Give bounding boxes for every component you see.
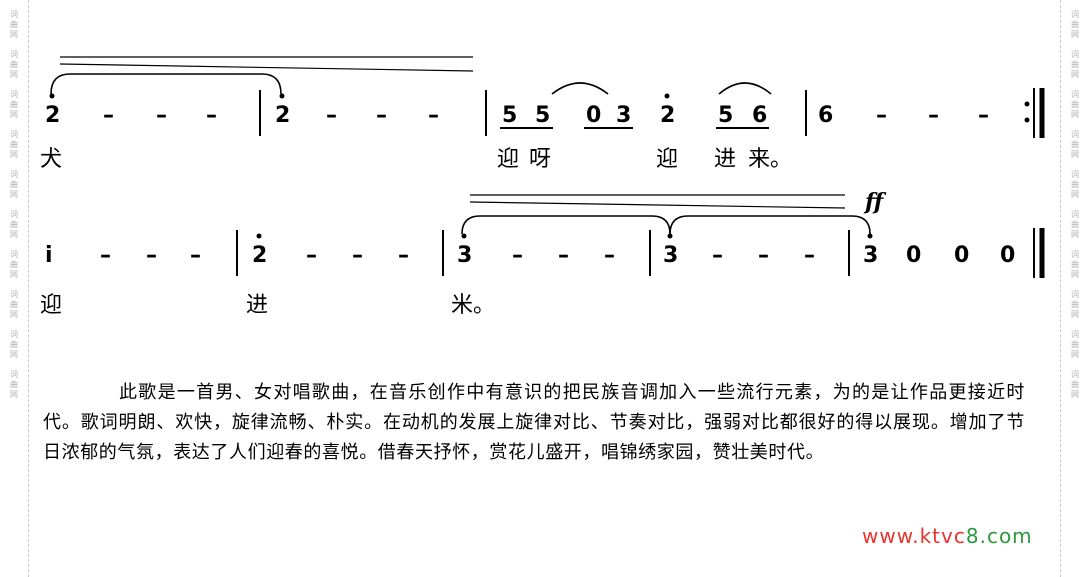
note: 3 bbox=[457, 243, 472, 268]
dash: – bbox=[103, 103, 114, 128]
dash: – bbox=[928, 103, 939, 128]
note: 2 bbox=[660, 103, 675, 128]
lyric: 呀 bbox=[529, 147, 551, 172]
note: i bbox=[45, 243, 53, 268]
watermark-group: 词曲网 bbox=[1071, 330, 1079, 359]
note: 3 bbox=[663, 243, 678, 268]
watermark-group: 词曲网 bbox=[10, 90, 18, 119]
dash: – bbox=[352, 243, 363, 268]
dash: – bbox=[804, 243, 815, 268]
slur-arc bbox=[551, 82, 609, 95]
high-octave-dot bbox=[461, 233, 467, 239]
note: 5 bbox=[502, 103, 517, 128]
lyric: 迎 bbox=[40, 293, 62, 318]
dash: – bbox=[206, 103, 217, 128]
lyric: 进 bbox=[714, 147, 736, 172]
lyric: 犬 bbox=[40, 147, 62, 172]
lyric: 来。 bbox=[748, 147, 792, 172]
high-octave-dot bbox=[279, 93, 285, 99]
high-octave-dot bbox=[256, 233, 262, 239]
dash: – bbox=[558, 243, 569, 268]
note: 6 bbox=[752, 103, 767, 128]
watermark-group: 词曲网 bbox=[1071, 130, 1079, 159]
rest: 0 bbox=[954, 243, 969, 268]
rest: 0 bbox=[1000, 243, 1015, 268]
rest: 0 bbox=[906, 243, 921, 268]
crescendo-line bbox=[469, 201, 846, 209]
watermark-group: 词曲网 bbox=[1071, 50, 1079, 79]
dash: – bbox=[604, 243, 615, 268]
watermark-group: 词曲网 bbox=[1071, 90, 1079, 119]
site-watermark: www.ktvc8.com bbox=[862, 524, 1033, 548]
dash: – bbox=[876, 103, 887, 128]
lyric: 米。 bbox=[451, 293, 495, 318]
slur-arc bbox=[718, 82, 772, 95]
dash: – bbox=[512, 243, 523, 268]
note: 0 bbox=[586, 103, 601, 128]
note: 5 bbox=[718, 103, 733, 128]
crescendo-line bbox=[59, 63, 474, 72]
tie-arc bbox=[669, 215, 871, 235]
high-octave-dot bbox=[664, 93, 670, 99]
jianpu-score: 2 – – – 2 – – – 5 5 0 3 2 5 6 6 – – – 犬 … bbox=[40, 56, 1045, 318]
note: 3 bbox=[863, 243, 878, 268]
watermark-group: 词曲网 bbox=[1071, 10, 1079, 39]
watermark-group: 词曲网 bbox=[10, 330, 18, 359]
note: 2 bbox=[275, 103, 290, 128]
watermark-group: 词曲网 bbox=[1071, 370, 1079, 399]
note: 3 bbox=[616, 103, 631, 128]
note: 6 bbox=[818, 103, 833, 128]
watermark-group: 词曲网 bbox=[10, 250, 18, 279]
dash: – bbox=[146, 243, 157, 268]
dash: – bbox=[398, 243, 409, 268]
dash: – bbox=[156, 103, 167, 128]
dash: – bbox=[100, 243, 111, 268]
watermark-group: 词曲网 bbox=[10, 50, 18, 79]
tie-arc bbox=[50, 73, 282, 95]
left-watermark-strip: 词曲网 词曲网 词曲网 词曲网 词曲网 词曲网 词曲网 词曲网 词曲网 词曲网 bbox=[0, 0, 29, 577]
note: 5 bbox=[535, 103, 550, 128]
watermark-group: 词曲网 bbox=[10, 210, 18, 239]
note: 2 bbox=[45, 103, 60, 128]
right-watermark-strip: 词曲网 词曲网 词曲网 词曲网 词曲网 词曲网 词曲网 词曲网 词曲网 词曲网 bbox=[1060, 0, 1089, 577]
tie-arc bbox=[461, 215, 671, 235]
lyric: 进 bbox=[246, 293, 268, 318]
watermark-group: 词曲网 bbox=[10, 290, 18, 319]
dash: – bbox=[758, 243, 769, 268]
note: 2 bbox=[252, 243, 267, 268]
watermark-group: 词曲网 bbox=[10, 170, 18, 199]
repeat-dot bbox=[1024, 101, 1030, 107]
dash: – bbox=[978, 103, 989, 128]
watermark-group: 词曲网 bbox=[1071, 290, 1079, 319]
high-octave-dot bbox=[49, 93, 55, 99]
dash: – bbox=[428, 103, 439, 128]
dash: – bbox=[712, 243, 723, 268]
repeat-dot bbox=[1024, 117, 1030, 123]
watermark-group: 词曲网 bbox=[10, 130, 18, 159]
watermark-group: 词曲网 bbox=[1071, 170, 1079, 199]
watermark-group: 词曲网 bbox=[10, 370, 18, 399]
dash: – bbox=[190, 243, 201, 268]
song-description: 此歌是一首男、女对唱歌曲，在音乐创作中有意识的把民族音调加入一些流行元素，为的是… bbox=[43, 382, 1025, 463]
lyric: 迎 bbox=[497, 147, 519, 172]
dash: – bbox=[306, 243, 317, 268]
watermark-group: 词曲网 bbox=[10, 10, 18, 39]
lyric: 迎 bbox=[656, 147, 678, 172]
dash: – bbox=[376, 103, 387, 128]
watermark-group: 词曲网 bbox=[1071, 250, 1079, 279]
dynamic-marking: ff bbox=[863, 189, 887, 215]
dash: – bbox=[326, 103, 337, 128]
high-octave-dot bbox=[667, 233, 673, 239]
high-octave-dot bbox=[867, 233, 873, 239]
watermark-group: 词曲网 bbox=[1071, 210, 1079, 239]
